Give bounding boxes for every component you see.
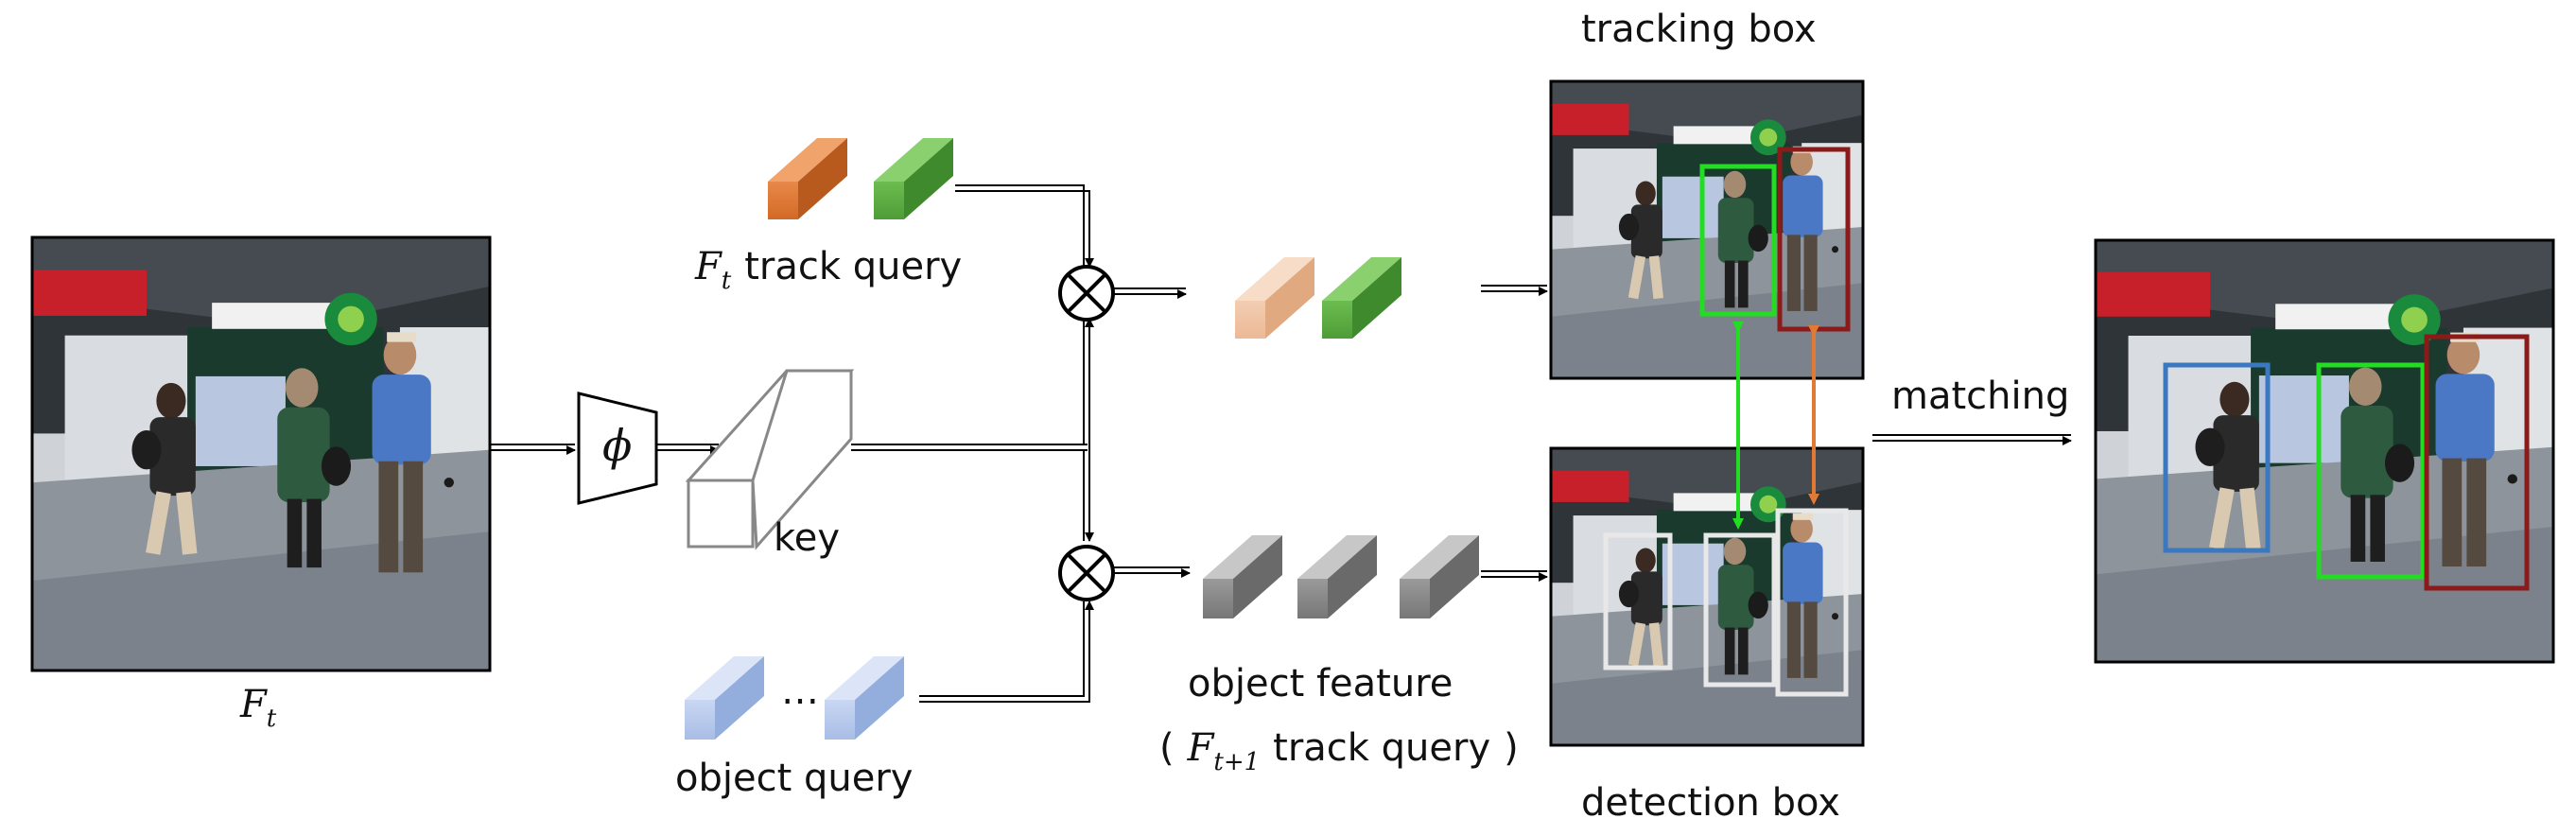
object-query-2: [825, 656, 904, 740]
key-block: [685, 369, 855, 550]
track-query-to-multiply: [955, 184, 1094, 268]
tracking-box-image: [1549, 79, 1865, 380]
encoder-symbol: ϕ: [602, 420, 632, 471]
object-feature-2: [1297, 535, 1377, 618]
result-box-red: [2424, 334, 2530, 591]
arrow-multiply-top-out: [1113, 287, 1187, 299]
multiply-bottom: [1058, 545, 1115, 601]
junction-to-top-multiply: [1083, 318, 1094, 450]
tracking-box-label: tracking box: [1581, 8, 1817, 51]
multiply-top: [1058, 265, 1115, 322]
result-image: [2094, 238, 2555, 664]
object-feature-1: [1203, 535, 1282, 618]
object-feature-3: [1400, 535, 1479, 618]
detection-box-image: [1549, 446, 1865, 747]
object-query-ellipsis: …: [781, 670, 819, 713]
detection-box-label: detection box: [1581, 781, 1840, 825]
arrow-to-tracking-box: [1481, 285, 1548, 296]
object-query-1: [685, 656, 764, 740]
track-query-orange: [768, 138, 847, 219]
output-track-query-green: [1322, 257, 1401, 339]
arrow-matching: [1872, 434, 2072, 445]
detection-box-2: [1703, 532, 1777, 688]
result-box-green: [2316, 362, 2426, 580]
object-query-to-multiply: [919, 601, 1094, 703]
track-query-green: [874, 138, 953, 219]
matching-label: matching: [1891, 374, 2069, 418]
encoder-block: ϕ: [577, 392, 658, 505]
object-query-label: object query: [675, 757, 913, 800]
result-box-blue: [2163, 362, 2271, 553]
arrow-to-detection-box: [1481, 570, 1548, 582]
detection-box-3: [1775, 508, 1849, 697]
key-to-junction-line: [851, 444, 1088, 451]
detection-box-1: [1603, 532, 1673, 671]
object-feature-label: object feature: [1188, 662, 1453, 705]
output-track-query-faded: [1235, 257, 1314, 339]
arrow-multiply-bottom-out: [1113, 566, 1191, 578]
tracking-box-green: [1699, 164, 1777, 317]
arrow-frame-to-encoder: [490, 444, 576, 455]
frame-label: Ft: [239, 683, 277, 733]
arrow-encoder-to-key: [656, 444, 720, 455]
junction-to-bottom-multiply: [1083, 450, 1094, 542]
input-frame-image: [30, 235, 492, 672]
key-label: key: [774, 516, 840, 560]
